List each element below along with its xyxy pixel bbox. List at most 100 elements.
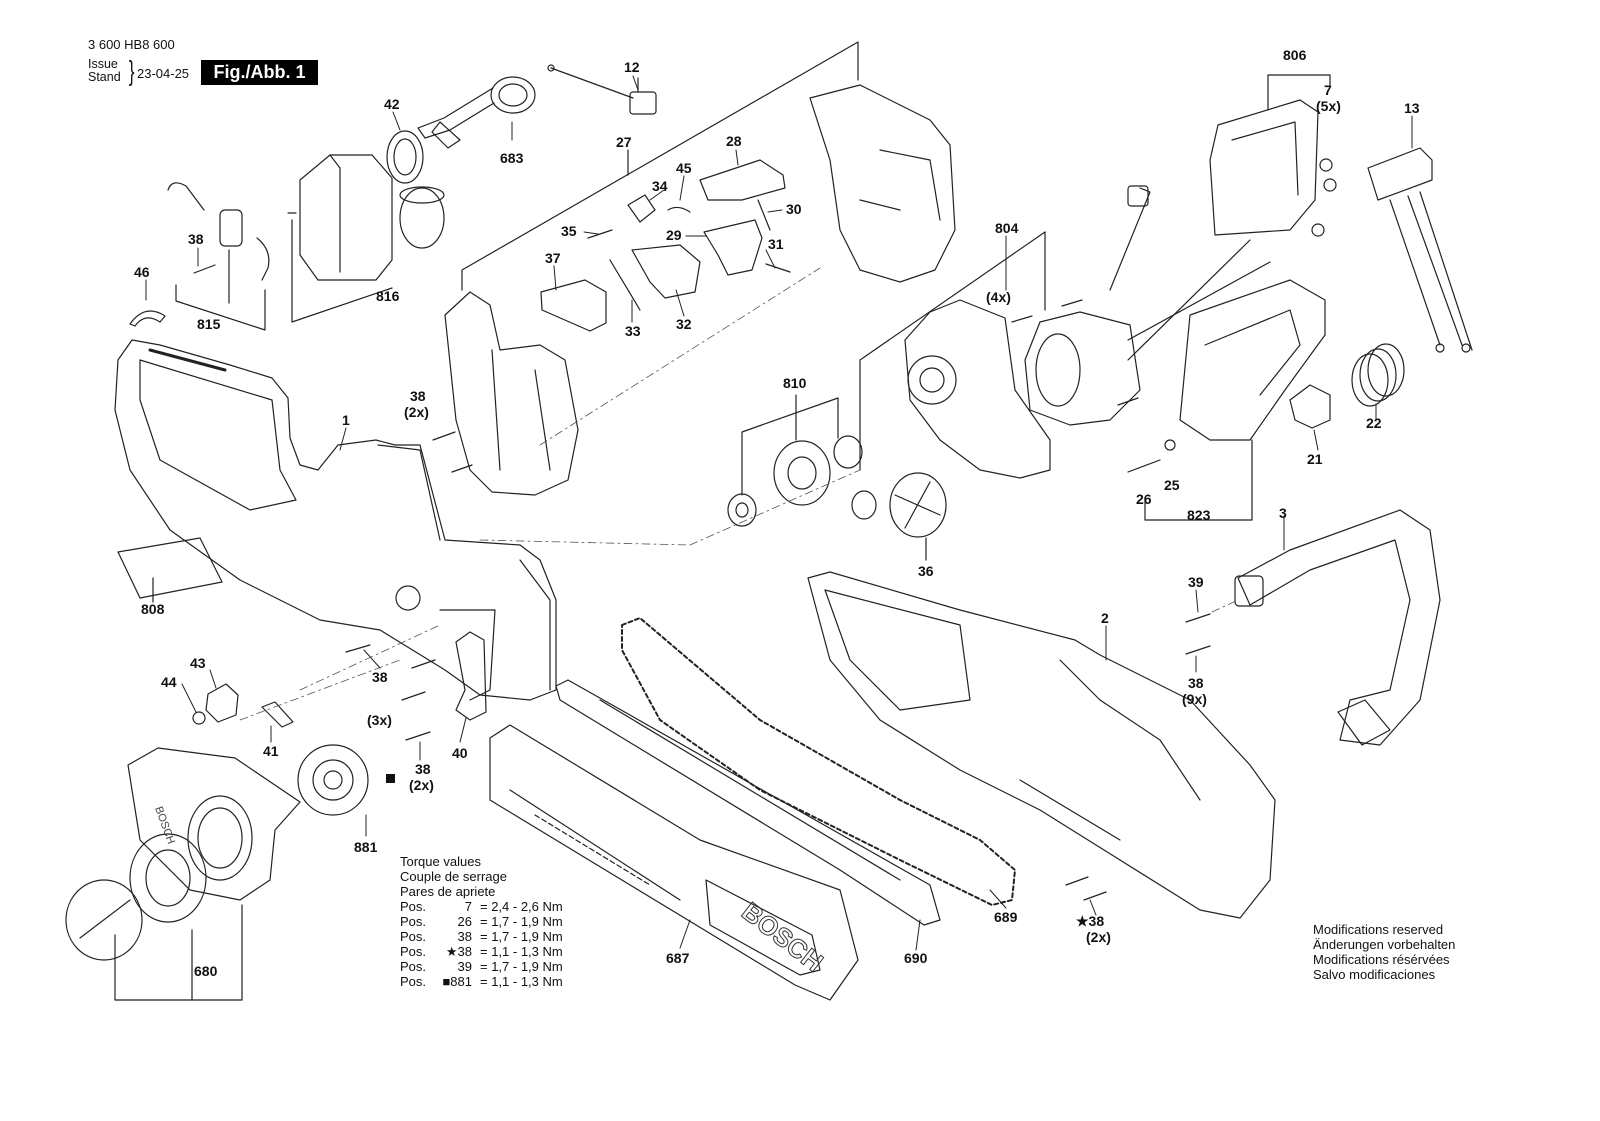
callout-7-qty: (5x) [1316,98,1341,114]
issue-labels: Issue Stand [88,58,121,84]
callout-881: 881 [354,839,378,855]
document-number: 3 600 HB8 600 [88,38,175,52]
torque-pos: Pos. [400,974,427,989]
callout-33: 33 [625,323,641,339]
callout-7: 7 [1324,82,1332,98]
callout-41: 41 [263,743,279,759]
part-815-oil-hose [167,182,270,331]
torque-value: = 1,7 - 1,9 Nm [480,929,563,944]
callout-810: 810 [783,375,807,391]
callout-38-star: ★38 [1076,913,1104,929]
part-689-saw-chain [621,617,1016,906]
callout-38-e: 38 [415,761,431,777]
part-808-label [117,537,223,599]
callout-31: 31 [768,236,784,252]
part-42-ring [386,130,424,184]
torque-number: 26 [457,914,472,929]
callout-38-star-qty: (2x) [1086,929,1111,945]
part-687-guide-bar [489,724,859,1001]
torque-title-es: Pares de apriete [400,884,496,899]
callout-21: 21 [1307,451,1323,467]
torque-number: 38 [457,929,472,944]
brace-glyph: } [128,55,135,86]
square-marker-881 [386,774,395,783]
callout-804: 804 [995,220,1019,236]
part-27-handle-housing [444,291,579,496]
part-804-gearbox [859,231,1051,479]
callout-2: 2 [1101,610,1109,626]
part-36-gear [851,472,947,561]
modifications-de: Änderungen vorbehalten [1313,937,1456,952]
callout-1: 1 [342,412,350,428]
callout-40: 40 [452,745,468,761]
part-1-housing-left [114,339,557,701]
issue-date: 23-04-25 [137,66,190,81]
part-810-gear-set [727,394,863,527]
torque-value: = 2,4 - 2,6 Nm [480,899,563,914]
callout-689: 689 [994,909,1018,925]
torque-pos: Pos. [400,914,427,929]
part-806-switch-module [1209,74,1337,237]
part-22-spring [1351,343,1405,407]
group-bracket-27 [461,41,859,291]
torque-row: Pos. 39 = 1,7 - 1,9 Nm [400,959,563,974]
callout-29: 29 [666,227,682,243]
modifications-fr: Modifications résérvées [1313,952,1450,967]
part-2-housing-right [807,571,1276,919]
part-12-sensor [547,64,657,115]
torque-pos: Pos. [400,899,427,914]
torque-value: = 1,7 - 1,9 Nm [480,914,563,929]
callout-815: 815 [197,316,221,332]
part-46-clip [129,310,166,327]
torque-title-en: Torque values [400,854,481,869]
torque-row: Pos. 38 = 1,7 - 1,9 Nm [400,929,563,944]
callout-44: 44 [161,674,177,690]
torque-pos: Pos. [400,959,427,974]
callout-4x: (4x) [986,289,1011,305]
torque-row: Pos.■881= 1,1 - 1,3 Nm [400,974,563,989]
callout-26: 26 [1136,491,1152,507]
modifications-note: Modifications reserved Änderungen vorbeh… [1313,922,1455,982]
switch-parts-cluster [540,159,791,332]
torque-number: ■881 [442,974,472,989]
callout-35: 35 [561,223,577,239]
torque-number: ★38 [445,944,472,959]
callout-39: 39 [1188,574,1204,590]
assembly-guide-lines [239,267,1239,721]
torque-row: Pos. ★38 = 1,1 - 1,3 Nm [400,944,563,959]
callout-680: 680 [194,963,218,979]
callout-823: 823 [1187,507,1211,523]
torque-values-table: Torque values Couple de serrage Pares de… [400,854,563,989]
callout-38-a: 38 [188,231,204,247]
callout-30: 30 [786,201,802,217]
callout-3: 3 [1279,505,1287,521]
motor [1024,185,1271,426]
torque-value: = 1,7 - 1,9 Nm [480,959,563,974]
part-690-chain-bar [555,679,941,926]
callout-690: 690 [904,950,928,966]
callout-38-c: 38 [1188,675,1204,691]
stand-label: Stand [88,70,121,84]
issue-label: Issue [88,57,118,71]
callout-22: 22 [1366,415,1382,431]
callout-38-d: 38 [372,669,388,685]
leader-lines [145,75,1413,951]
torque-number: 39 [457,959,472,974]
callout-37: 37 [545,250,561,266]
callout-38-b-qty: (2x) [404,404,429,420]
torque-pos: Pos. [400,944,427,959]
callout-45: 45 [676,160,692,176]
torque-number: 7 [464,899,472,914]
part-816-oil-tank [287,154,445,323]
callout-808: 808 [141,601,165,617]
parts-43-44-41 [192,683,294,728]
callout-13: 13 [1404,100,1420,116]
callout-34: 34 [652,178,668,194]
callout-683: 683 [500,150,524,166]
housing-upper-shell [809,84,956,283]
torque-row: Pos. 26 = 1,7 - 1,9 Nm [400,914,563,929]
callout-25: 25 [1164,477,1180,493]
torque-pos: Pos. [400,929,427,944]
torque-value: = 1,1 - 1,3 Nm [480,944,563,959]
